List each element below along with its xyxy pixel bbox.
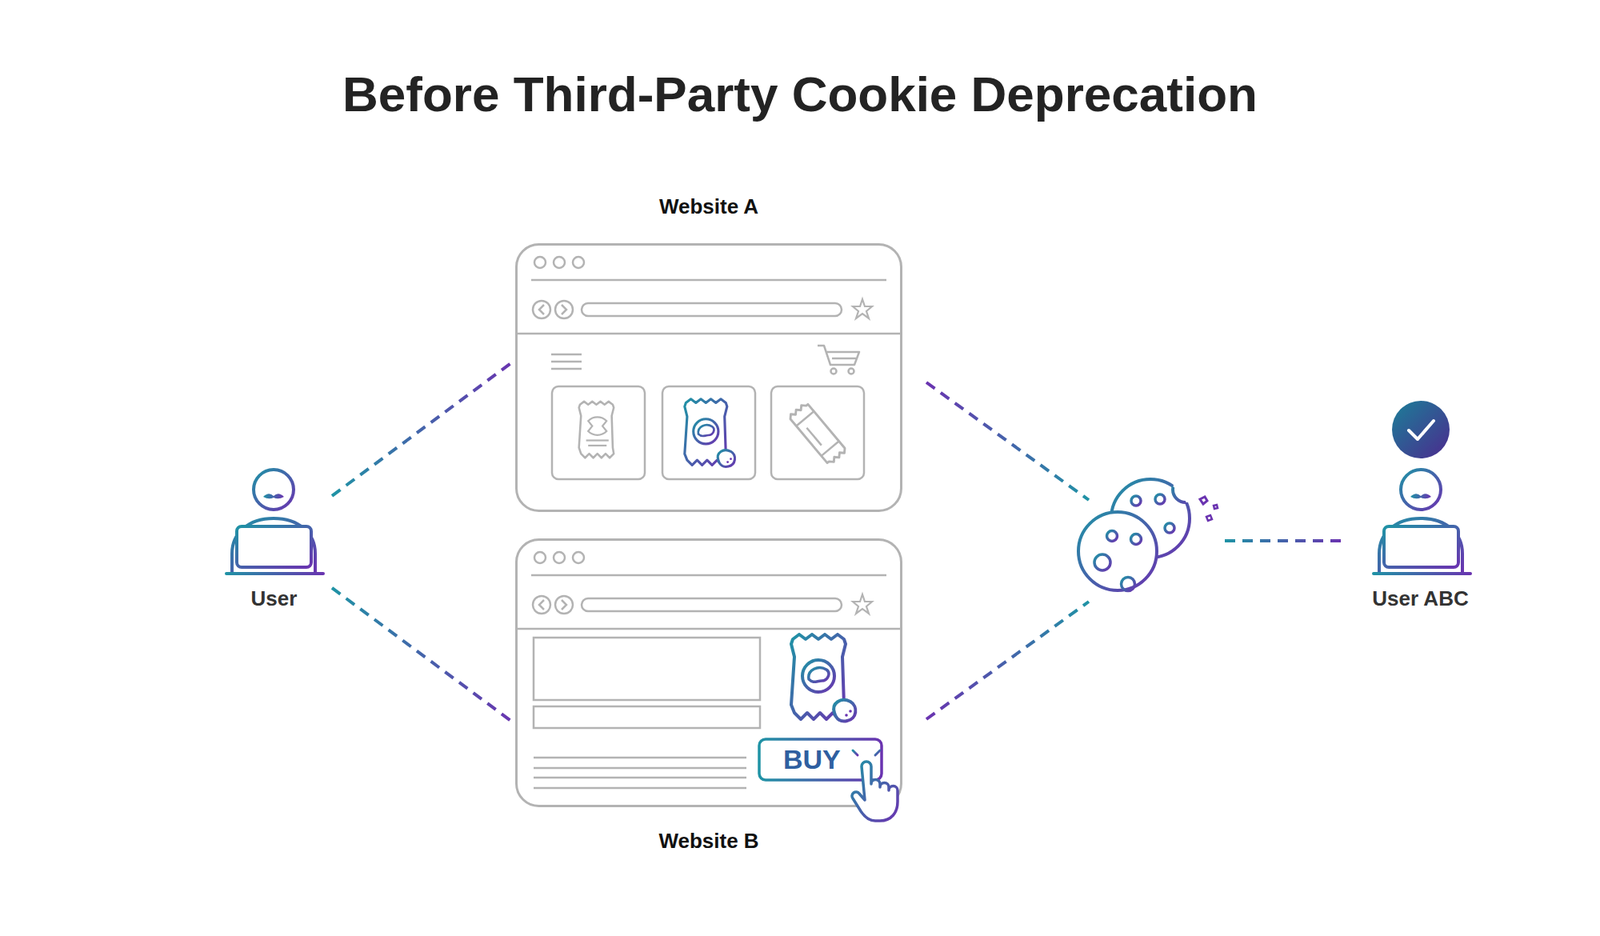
website-b-window xyxy=(533,767,747,770)
cookie-icon xyxy=(1131,496,1141,506)
website-b-window xyxy=(516,540,902,807)
cart-icon xyxy=(817,345,860,375)
node-label: User xyxy=(251,587,298,612)
cookie-icon xyxy=(1206,515,1212,521)
check-badge xyxy=(1408,420,1434,440)
website-a-window xyxy=(788,401,848,466)
pointer-hand xyxy=(848,745,898,821)
website-a-window xyxy=(551,353,582,356)
pointer-hand xyxy=(848,761,855,764)
cookie-icon xyxy=(1155,494,1165,504)
node-label: User ABC xyxy=(1372,587,1468,612)
website-a-window xyxy=(771,386,864,480)
cookie-icon xyxy=(1172,476,1199,503)
buy-button: BUY xyxy=(759,739,882,780)
website-b-window xyxy=(533,637,760,700)
illustration xyxy=(224,469,325,576)
pointer-hand xyxy=(878,761,885,764)
cookie-icon xyxy=(1200,496,1208,504)
website-a-window xyxy=(551,368,582,371)
website-b-window xyxy=(533,756,747,760)
cookie-icon xyxy=(1094,554,1111,571)
website-a-window xyxy=(684,399,736,468)
pointer-hand xyxy=(852,761,898,821)
website-a-window xyxy=(516,244,902,512)
check-badge xyxy=(1392,400,1450,459)
pointer-hand xyxy=(852,750,858,756)
cart-icon xyxy=(832,357,856,360)
button-label: BUY xyxy=(783,744,841,776)
pointer-hand xyxy=(865,745,868,752)
dashed-connector xyxy=(332,588,516,724)
cookie-icon xyxy=(1121,577,1136,592)
website-a-window xyxy=(552,386,645,480)
website-a-window xyxy=(516,244,902,512)
website-a-window xyxy=(551,360,582,364)
node-label: Website B xyxy=(658,829,759,854)
cookie-link xyxy=(1224,539,1342,543)
cookie-link xyxy=(926,382,1089,500)
cookie-icon xyxy=(1107,531,1118,542)
website-b-window xyxy=(533,787,747,790)
cookie-link xyxy=(926,382,1342,720)
website-b-window xyxy=(533,776,747,780)
user-node: User ABC xyxy=(1362,460,1479,616)
cookie-icon xyxy=(1213,504,1218,509)
check-badge xyxy=(1392,400,1450,459)
diagram-title: Before Third-Party Cookie Deprecation xyxy=(0,65,1600,123)
cookie-icon xyxy=(1078,476,1218,592)
cookie-link xyxy=(926,601,1089,720)
cookie-icon xyxy=(1131,534,1142,545)
website-b-window xyxy=(533,706,760,728)
cart-icon xyxy=(831,368,837,375)
website-b-window xyxy=(791,634,856,722)
website-node: Website A xyxy=(515,192,903,512)
pointer-hand xyxy=(848,745,885,763)
dashed-connector xyxy=(332,360,516,496)
illustration xyxy=(1372,469,1472,576)
cookie-icon xyxy=(1078,512,1157,591)
node-label: Website A xyxy=(659,195,759,220)
cookie-icon xyxy=(1164,523,1175,533)
cart-icon xyxy=(848,368,855,375)
user-node: User xyxy=(216,460,332,616)
cart-icon xyxy=(817,345,860,365)
website-node: Website B BUY xyxy=(515,538,903,859)
website-b-window xyxy=(516,540,902,807)
pointer-hand xyxy=(875,750,880,756)
website-a-window xyxy=(662,386,756,480)
website-a-window xyxy=(579,401,615,458)
